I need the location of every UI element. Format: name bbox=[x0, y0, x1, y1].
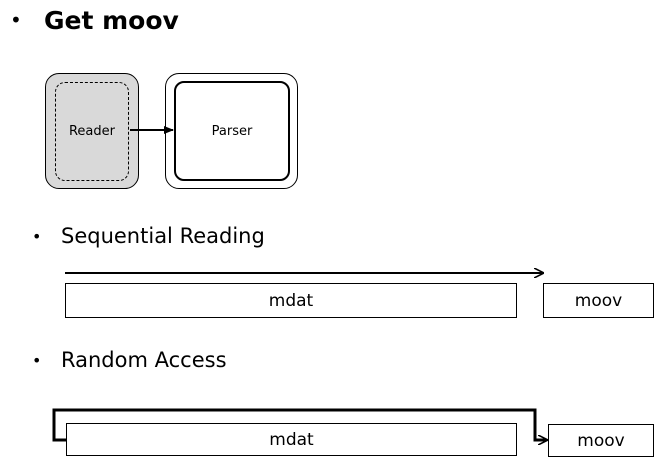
sequential-mdat-box: mdat bbox=[65, 283, 517, 318]
sequential-mdat-label: mdat bbox=[268, 290, 314, 311]
random-mdat-label: mdat bbox=[269, 429, 314, 450]
reader-label: Reader bbox=[68, 124, 115, 139]
random-moov-label: moov bbox=[577, 430, 625, 451]
sequential-bullet: • bbox=[32, 227, 42, 246]
page-title: Get moov bbox=[44, 6, 179, 35]
random-access-path bbox=[52, 408, 547, 440]
title-bullet: • bbox=[10, 8, 22, 32]
random-mdat-box: mdat bbox=[66, 423, 517, 456]
parser-box: Parser bbox=[174, 81, 290, 181]
parser-label: Parser bbox=[211, 123, 253, 139]
random-moov-box: moov bbox=[548, 424, 654, 457]
random-heading: Random Access bbox=[61, 348, 227, 372]
sequential-heading: Sequential Reading bbox=[61, 224, 265, 248]
reader-box: Reader bbox=[55, 82, 129, 181]
random-bullet: • bbox=[32, 351, 42, 370]
sequential-moov-label: moov bbox=[574, 290, 623, 311]
sequential-moov-box: moov bbox=[543, 283, 654, 318]
